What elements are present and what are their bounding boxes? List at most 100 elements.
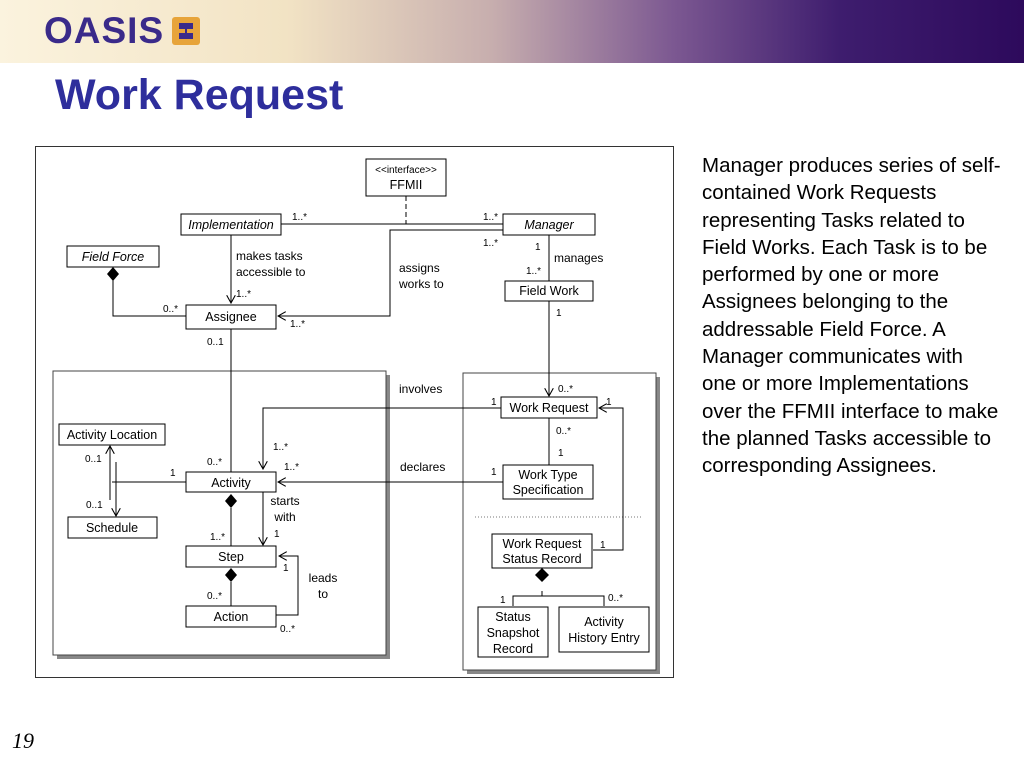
class-implementation: Implementation	[180, 213, 282, 236]
class-action: Action	[185, 605, 277, 628]
svg-text:1: 1	[558, 448, 564, 459]
label-assigns-2: works to	[398, 277, 444, 291]
svg-text:1: 1	[274, 529, 280, 540]
svg-text:0..*: 0..*	[556, 426, 571, 437]
label-makes-tasks-2: accessible to	[236, 265, 306, 279]
svg-text:<<interface>>: <<interface>>	[375, 165, 437, 176]
fieldforce-assignee-line	[112, 280, 186, 317]
svg-text:1..*: 1..*	[284, 462, 299, 473]
svg-text:1..*: 1..*	[236, 289, 251, 300]
svg-text:0..1: 0..1	[86, 500, 103, 511]
svg-text:0..1: 0..1	[85, 454, 102, 465]
svg-text:1..*: 1..*	[210, 532, 225, 543]
svg-text:FFMII: FFMII	[390, 178, 423, 192]
logo-text: OASIS	[44, 10, 165, 51]
svg-text:1: 1	[600, 540, 606, 551]
svg-text:Activity Location: Activity Location	[67, 428, 157, 442]
label-assigns-1: assigns	[399, 261, 440, 275]
activity-diamond	[225, 494, 237, 508]
svg-text:1: 1	[491, 397, 497, 408]
status-workrequest-line	[593, 408, 624, 551]
svg-text:Work Type: Work Type	[518, 468, 577, 482]
svg-text:0..*: 0..*	[207, 591, 222, 602]
class-activity-location: Activity Location	[58, 423, 166, 446]
svg-text:1..*: 1..*	[292, 212, 307, 223]
involves-line	[263, 407, 501, 469]
svg-text:1: 1	[500, 595, 506, 606]
class-step: Step	[185, 545, 277, 568]
svg-text:1..*: 1..*	[526, 266, 541, 277]
svg-text:Schedule: Schedule	[86, 521, 138, 535]
class-ffmii: <<interface>> FFMII	[365, 158, 447, 197]
svg-text:1: 1	[606, 397, 612, 408]
label-leads-2: to	[318, 587, 328, 601]
svg-text:Field Work: Field Work	[519, 284, 579, 298]
svg-text:0..*: 0..*	[163, 304, 178, 315]
svg-text:Specification: Specification	[513, 483, 584, 497]
logo-mark-icon	[172, 17, 201, 45]
description-text: Manager produces series of self-containe…	[702, 154, 1001, 478]
svg-text:0..1: 0..1	[207, 337, 224, 348]
composition-diamonds	[107, 267, 549, 582]
svg-text:0..*: 0..*	[558, 384, 573, 395]
svg-text:0..*: 0..*	[207, 457, 222, 468]
fieldforce-diamond	[107, 267, 119, 281]
svg-text:Work Request: Work Request	[510, 401, 589, 415]
svg-text:Status: Status	[495, 610, 530, 624]
svg-text:Step: Step	[218, 550, 244, 564]
svg-text:0..*: 0..*	[280, 624, 295, 635]
class-manager: Manager	[502, 213, 596, 236]
svg-text:History Entry: History Entry	[568, 631, 640, 645]
svg-text:Assignee: Assignee	[205, 310, 256, 324]
class-status-record: Work Request Status Record	[491, 533, 593, 569]
svg-text:Field Force: Field Force	[82, 250, 145, 264]
step-diamond	[225, 568, 237, 582]
header-banner	[0, 0, 1024, 63]
svg-text:Manager: Manager	[524, 218, 574, 232]
svg-text:Snapshot: Snapshot	[487, 626, 540, 640]
class-status-snapshot: Status Snapshot Record	[477, 606, 549, 658]
status-diamond	[535, 568, 549, 582]
class-activity: Activity	[185, 471, 277, 493]
class-field-force: Field Force	[66, 245, 160, 268]
oasis-logo: OASIS	[44, 10, 201, 51]
multiplicities: 1..* 1..* 1..* 1 1..* 1..* 0..* 1..* 0..…	[85, 212, 623, 635]
label-makes-tasks-1: makes tasks	[236, 249, 303, 263]
page-title: Work Request	[55, 71, 344, 119]
label-starts-2: with	[273, 510, 295, 524]
class-work-request: Work Request	[500, 396, 598, 419]
class-assignee: Assignee	[185, 304, 277, 330]
svg-text:Action: Action	[214, 610, 249, 624]
svg-text:1: 1	[535, 242, 541, 253]
svg-text:Status Record: Status Record	[502, 552, 581, 566]
label-manages: manages	[554, 251, 603, 265]
class-schedule: Schedule	[67, 516, 158, 539]
svg-text:1..*: 1..*	[483, 238, 498, 249]
status-children-line	[512, 595, 605, 606]
class-field-work: Field Work	[504, 280, 594, 302]
svg-text:1: 1	[170, 468, 176, 479]
label-declares: declares	[400, 460, 445, 474]
leads-to-line	[276, 556, 299, 616]
association-labels: makes tasks accessible to assigns works …	[236, 249, 603, 601]
svg-text:0..*: 0..*	[608, 593, 623, 604]
svg-text:1: 1	[491, 467, 497, 478]
svg-text:1: 1	[283, 563, 289, 574]
page-number: 19	[12, 728, 34, 753]
label-starts-1: starts	[270, 494, 299, 508]
manager-assignee-line	[278, 229, 503, 316]
class-work-type-spec: Work Type Specification	[502, 464, 594, 500]
svg-text:Activity: Activity	[584, 615, 624, 629]
svg-text:1..*: 1..*	[483, 212, 498, 223]
svg-text:Activity: Activity	[211, 476, 251, 490]
svg-text:Work Request: Work Request	[503, 537, 582, 551]
svg-text:Record: Record	[493, 642, 533, 656]
label-leads-1: leads	[309, 571, 338, 585]
svg-text:1..*: 1..*	[273, 442, 288, 453]
svg-text:Implementation: Implementation	[188, 218, 274, 232]
svg-text:1..*: 1..*	[290, 319, 305, 330]
diagram-frame	[35, 146, 674, 678]
class-activity-history: Activity History Entry	[558, 606, 650, 653]
label-involves: involves	[399, 382, 442, 396]
